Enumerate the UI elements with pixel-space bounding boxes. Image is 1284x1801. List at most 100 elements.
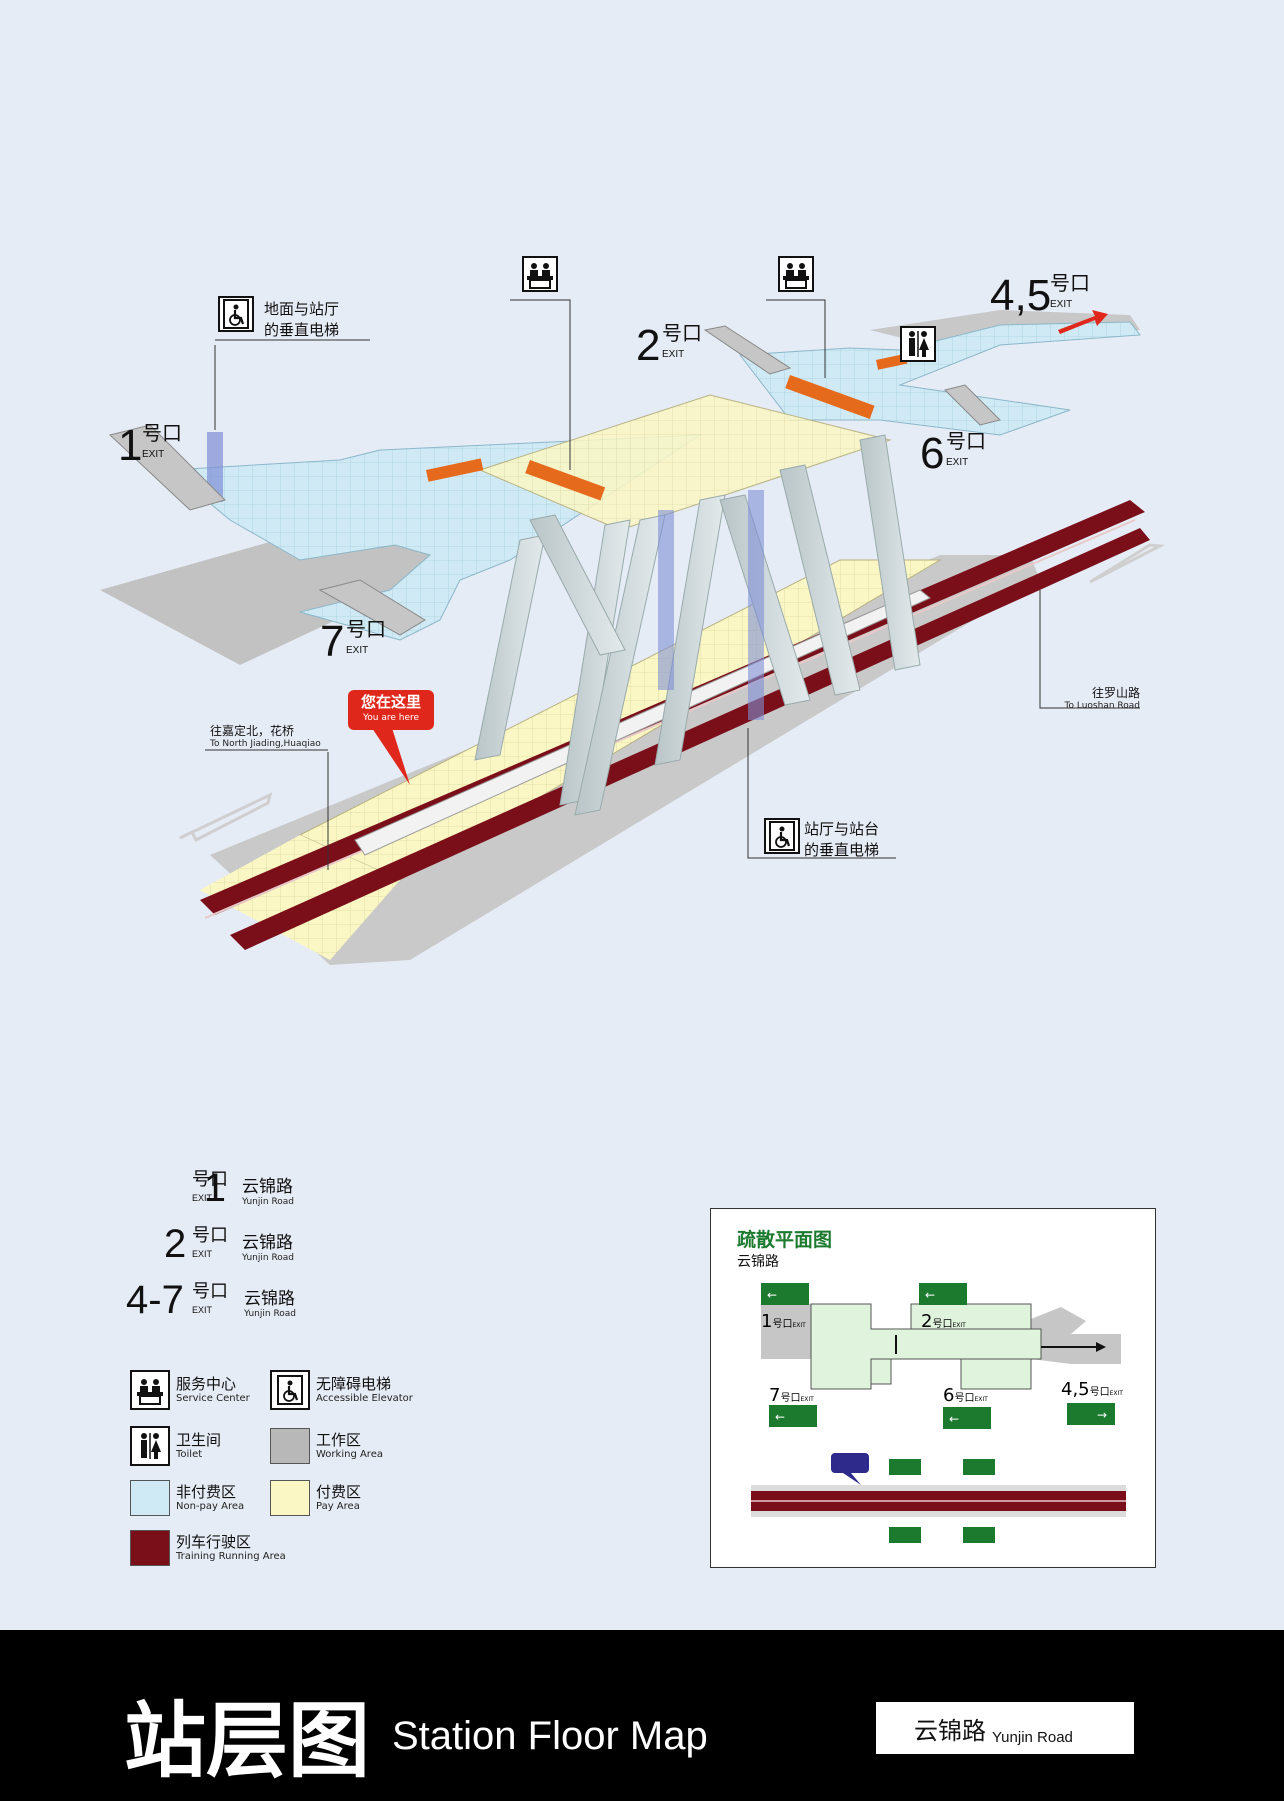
- legend-label-en: Pay Area: [316, 1500, 360, 1512]
- legend-label-en: Training Running Area: [176, 1550, 286, 1562]
- service-center-icon: [522, 256, 558, 292]
- direction-north-label: 往嘉定北，花桥 To North Jiading,Huaqiao: [210, 722, 321, 749]
- accessible-elevator-icon: [270, 1370, 310, 1410]
- evac-exit-num: 4,5: [1061, 1379, 1090, 1400]
- evac-exit-num: 1: [761, 1311, 773, 1332]
- exit-list-road-cn: 云锦路: [244, 1289, 295, 1309]
- exit-list-row: 4-7 号口 EXIT 云锦路 Yunjin Road: [124, 1280, 296, 1324]
- exit-list-road-cn: 云锦路: [242, 1177, 293, 1197]
- direction-north-cn: 往嘉定北，花桥: [210, 724, 295, 738]
- structural-columns: [207, 432, 921, 816]
- evac-exit-en: EXIT: [800, 1396, 814, 1403]
- map-exit-7-num: 7: [320, 617, 345, 666]
- footer-station-en: Yunjin Road: [992, 1729, 1073, 1746]
- map-exit-4-5: 4,5 号口 EXIT: [990, 274, 1100, 324]
- legend-label-cn: 非付费区: [176, 1483, 237, 1502]
- direction-luoshan-en: To Luoshan Road: [1064, 701, 1140, 711]
- direction-north-en: To North Jiading,Huaqiao: [210, 739, 321, 749]
- evac-plan-diagram: ← ← ← ← →: [751, 1283, 1126, 1543]
- you-are-here-cn: 您在这里: [360, 693, 421, 711]
- exit-list-num: 1: [203, 1166, 226, 1210]
- evac-exit-num: 7: [769, 1385, 781, 1406]
- svg-text:←: ←: [767, 1288, 777, 1302]
- legend-label-cn: 付费区: [316, 1483, 362, 1502]
- svg-text:→: →: [1097, 1408, 1107, 1422]
- exit-list-num: 2: [164, 1222, 187, 1266]
- evac-exit-en: EXIT: [974, 1396, 988, 1403]
- exit-list-en: EXIT: [192, 1249, 213, 1259]
- ground-elevator-label: 地面与站厅 的垂直电梯: [264, 298, 339, 340]
- toilet-icon: [900, 326, 936, 362]
- footer-bar: 站层图 Station Floor Map 云锦路 Yunjin Road: [0, 1630, 1284, 1801]
- exit-list-en: EXIT: [192, 1193, 213, 1203]
- map-exit-2: 2 号口 EXIT: [636, 324, 706, 374]
- platform-elevator-label-line1: 站厅与站台: [804, 820, 880, 838]
- legend-label-en: Service Center: [176, 1392, 250, 1404]
- you-are-here-marker: 您在这里 You are here: [348, 690, 434, 730]
- svg-text:←: ←: [775, 1410, 785, 1424]
- map-exit-2-hk: 号口: [662, 323, 702, 345]
- service-center-icon: [130, 1370, 170, 1410]
- map-exit-4-5-num: 4,5: [990, 271, 1052, 320]
- map-exit-1-en: EXIT: [142, 449, 165, 460]
- ground-elevator-label-line2: 的垂直电梯: [264, 321, 340, 339]
- evac-exit-hk: 号口: [772, 1319, 793, 1330]
- evac-title: 疏散平面图: [737, 1229, 833, 1251]
- map-exit-2-en: EXIT: [662, 349, 685, 360]
- direction-luoshan-cn: 往罗山路: [1091, 686, 1140, 700]
- evacuation-plan: 疏散平面图 云锦路: [710, 1208, 1156, 1568]
- svg-text:←: ←: [949, 1412, 959, 1426]
- svg-text:←: ←: [925, 1288, 935, 1302]
- map-exit-4-5-en: EXIT: [1050, 299, 1073, 310]
- exit-list-num: 4-7: [126, 1278, 184, 1322]
- map-exit-1-hk: 号口: [142, 423, 182, 445]
- direction-luoshan-label: 往罗山路 To Luoshan Road: [1058, 684, 1140, 711]
- evac-exit-en: EXIT: [1109, 1390, 1123, 1397]
- map-exit-6: 6 号口 EXIT: [920, 432, 990, 482]
- track-south: [230, 528, 1150, 950]
- evac-exit-2: 2号口EXIT: [921, 1311, 966, 1332]
- map-exit-2-num: 2: [636, 321, 661, 370]
- evac-exit-4-5: 4,5号口EXIT: [1061, 1379, 1123, 1400]
- accessible-elevator-icon: [218, 296, 254, 332]
- map-exit-6-num: 6: [920, 429, 945, 478]
- footer-station-cn: 云锦路: [914, 1717, 986, 1745]
- evac-exit-6: 6号口EXIT: [943, 1385, 988, 1406]
- station-3d-diagram: [100, 299, 1166, 965]
- working-area-swatch: [270, 1428, 310, 1464]
- exit-list-road-en: Yunjin Road: [242, 1253, 295, 1263]
- train-area-swatch: [130, 1530, 170, 1566]
- legend-label-en: Non-pay Area: [176, 1500, 245, 1512]
- map-exit-6-hk: 号口: [946, 431, 986, 453]
- exit-list-hk: 号口: [192, 1169, 228, 1189]
- map-exit-7: 7 号口 EXIT: [320, 620, 390, 670]
- concourse-pay-area: [478, 394, 892, 531]
- map-exit-1-num: 1: [118, 421, 143, 470]
- legend-label-en: Toilet: [176, 1448, 203, 1460]
- legend-label-cn: 卫生间: [176, 1431, 222, 1450]
- footer-station-name: 云锦路 Yunjin Road: [876, 1702, 1134, 1754]
- legend-label-cn: 列车行驶区: [176, 1533, 252, 1552]
- exit-list-row: 1 号口 EXIT 云锦路 Yunjin Road: [170, 1168, 294, 1212]
- exit-list-row: 2 号口 EXIT 云锦路 Yunjin Road: [160, 1224, 294, 1268]
- evac-exit-num: 2: [921, 1311, 933, 1332]
- exit-list-hk: 号口: [192, 1281, 228, 1301]
- map-exit-7-en: EXIT: [346, 645, 369, 656]
- pay-swatch: [270, 1480, 310, 1516]
- map-exit-1: 1 号口 EXIT: [118, 424, 188, 474]
- legend-label-en: Working Area: [316, 1448, 383, 1460]
- you-are-here-en: You are here: [362, 713, 420, 723]
- evac-station: 云锦路: [737, 1254, 779, 1270]
- legend-label-cn: 服务中心: [176, 1375, 237, 1394]
- exit-list-hk: 号口: [192, 1225, 228, 1245]
- platform-elevator-label-line2: 的垂直电梯: [804, 841, 880, 859]
- non-pay-swatch: [130, 1480, 170, 1516]
- evac-exit-hk: 号口: [1089, 1387, 1110, 1398]
- evac-exit-7: 7号口EXIT: [769, 1385, 814, 1406]
